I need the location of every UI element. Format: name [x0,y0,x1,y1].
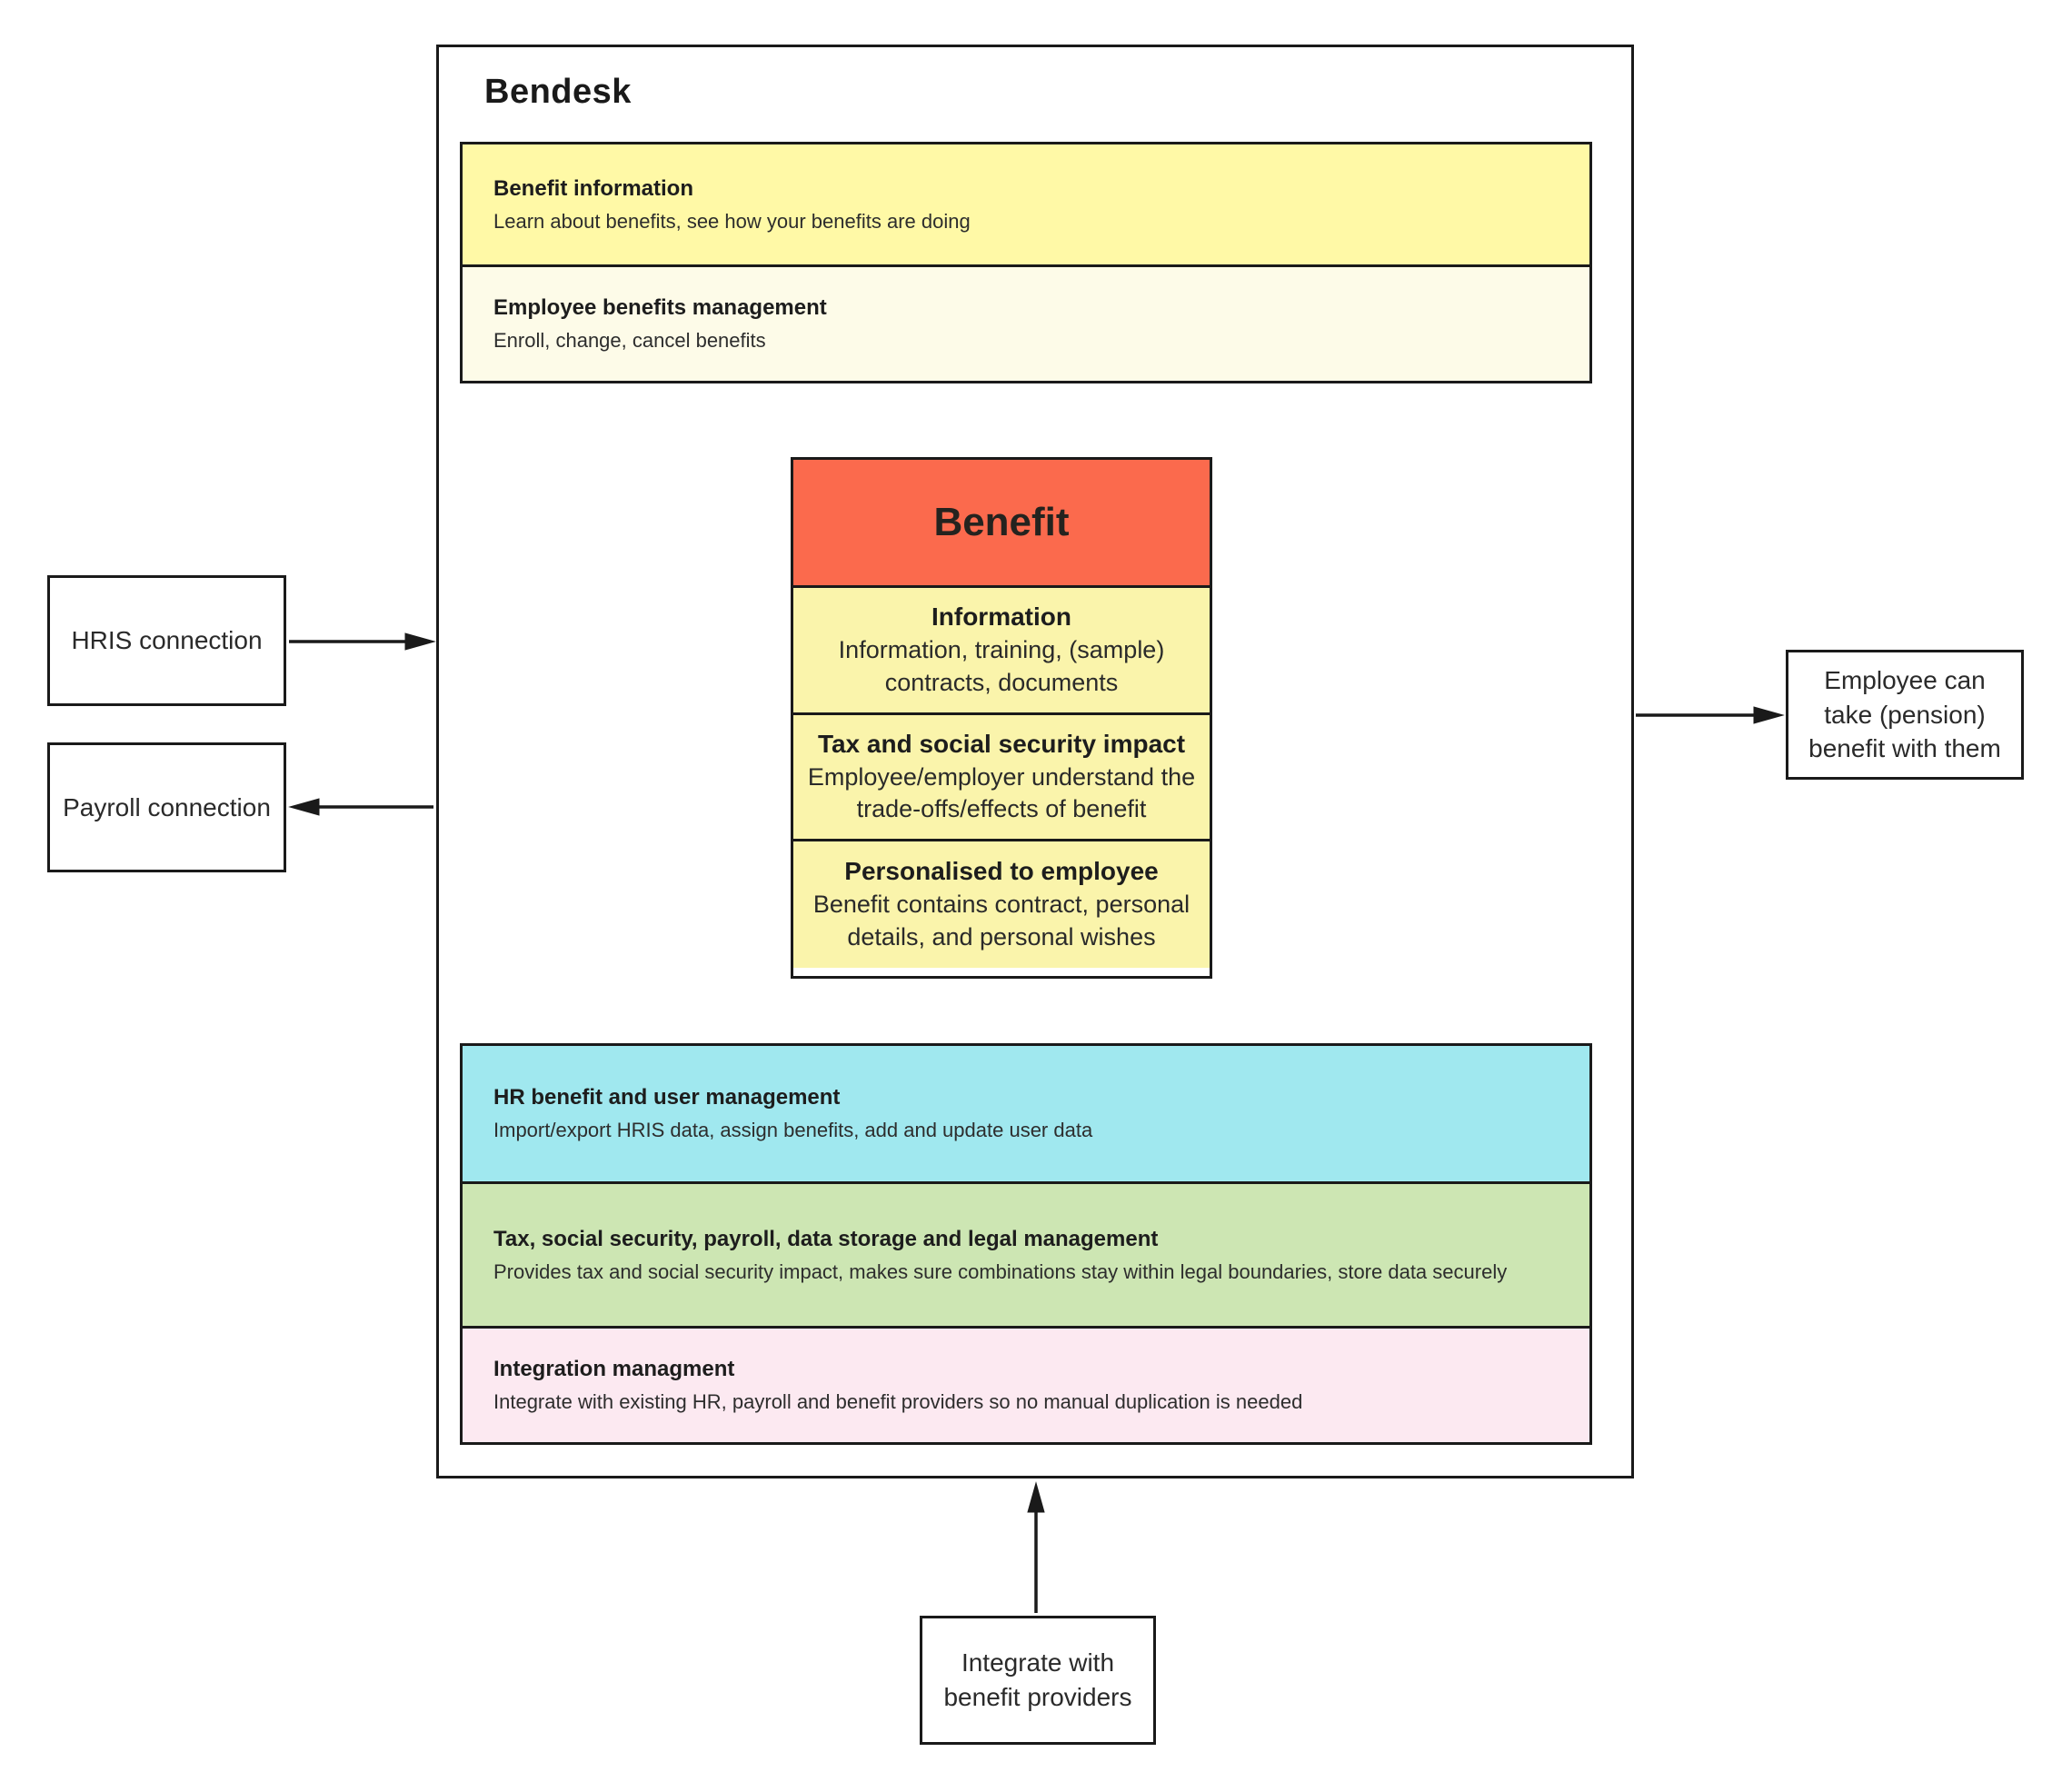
section-title: Tax and social security impact [817,729,1186,758]
integration-management-title: Integration managment [493,1357,735,1381]
benefit-information-box: Benefit information Learn about benefits… [460,142,1592,267]
employee-benefits-management-description: Enroll, change, cancel benefits [493,329,766,352]
benefit-providers-label: Integrate with benefit providers [943,1648,1132,1711]
section-description: Benefit contains contract, personal deta… [812,891,1190,951]
benefit-card-header: Benefit [793,460,1210,585]
benefit-card: Benefit Information Information, trainin… [791,457,1212,979]
arrow-bendesk-to-takeaway [1636,706,1785,724]
employee-benefits-management-title: Employee benefits management [493,295,827,320]
arrow-bendesk-to-payroll [288,798,433,816]
hris-connection-label: HRIS connection [71,626,263,655]
benefit-card-section-information: Information Information, training, (samp… [793,585,1210,712]
employee-takeaway-label: Employee can take (pension) benefit with… [1808,665,2001,763]
section-title: Personalised to employee [844,857,1159,886]
payroll-connection-label: Payroll connection [63,792,271,821]
hris-connection-box: HRIS connection [47,575,286,706]
section-description: Employee/employer understand the trade-o… [807,762,1196,823]
section-title: Information [931,602,1071,632]
tax-legal-management-title: Tax, social security, payroll, data stor… [493,1226,1159,1251]
arrow-providers-to-bendesk [1027,1481,1045,1613]
integration-management-box: Integration managment Integrate with exi… [460,1326,1592,1445]
tax-legal-management-box: Tax, social security, payroll, data stor… [460,1181,1592,1329]
benefit-providers-box: Integrate with benefit providers [920,1616,1156,1745]
hr-benefit-user-management-box: HR benefit and user management Import/ex… [460,1043,1592,1184]
bendesk-title: Bendesk [484,73,632,111]
tax-legal-management-description: Provides tax and social security impact,… [493,1259,1508,1283]
hr-benefit-user-management-description: Import/export HRIS data, assign benefits… [493,1119,1093,1141]
employee-benefits-management-box: Employee benefits management Enroll, cha… [460,264,1592,383]
benefit-card-section-personalised: Personalised to employee Benefit contain… [793,839,1210,968]
benefit-card-section-tax-impact: Tax and social security impact Employee/… [793,712,1210,839]
hr-benefit-user-management-title: HR benefit and user management [493,1085,841,1110]
integration-management-description: Integrate with existing HR, payroll and … [493,1390,1303,1413]
arrow-hris-to-bendesk [289,632,436,651]
employee-takeaway-box: Employee can take (pension) benefit with… [1786,650,2024,780]
benefit-information-title: Benefit information [493,175,693,201]
payroll-connection-box: Payroll connection [47,742,286,872]
section-description: Information, training, (sample) contract… [838,636,1165,696]
benefit-information-description: Learn about benefits, see how your benef… [493,209,971,233]
